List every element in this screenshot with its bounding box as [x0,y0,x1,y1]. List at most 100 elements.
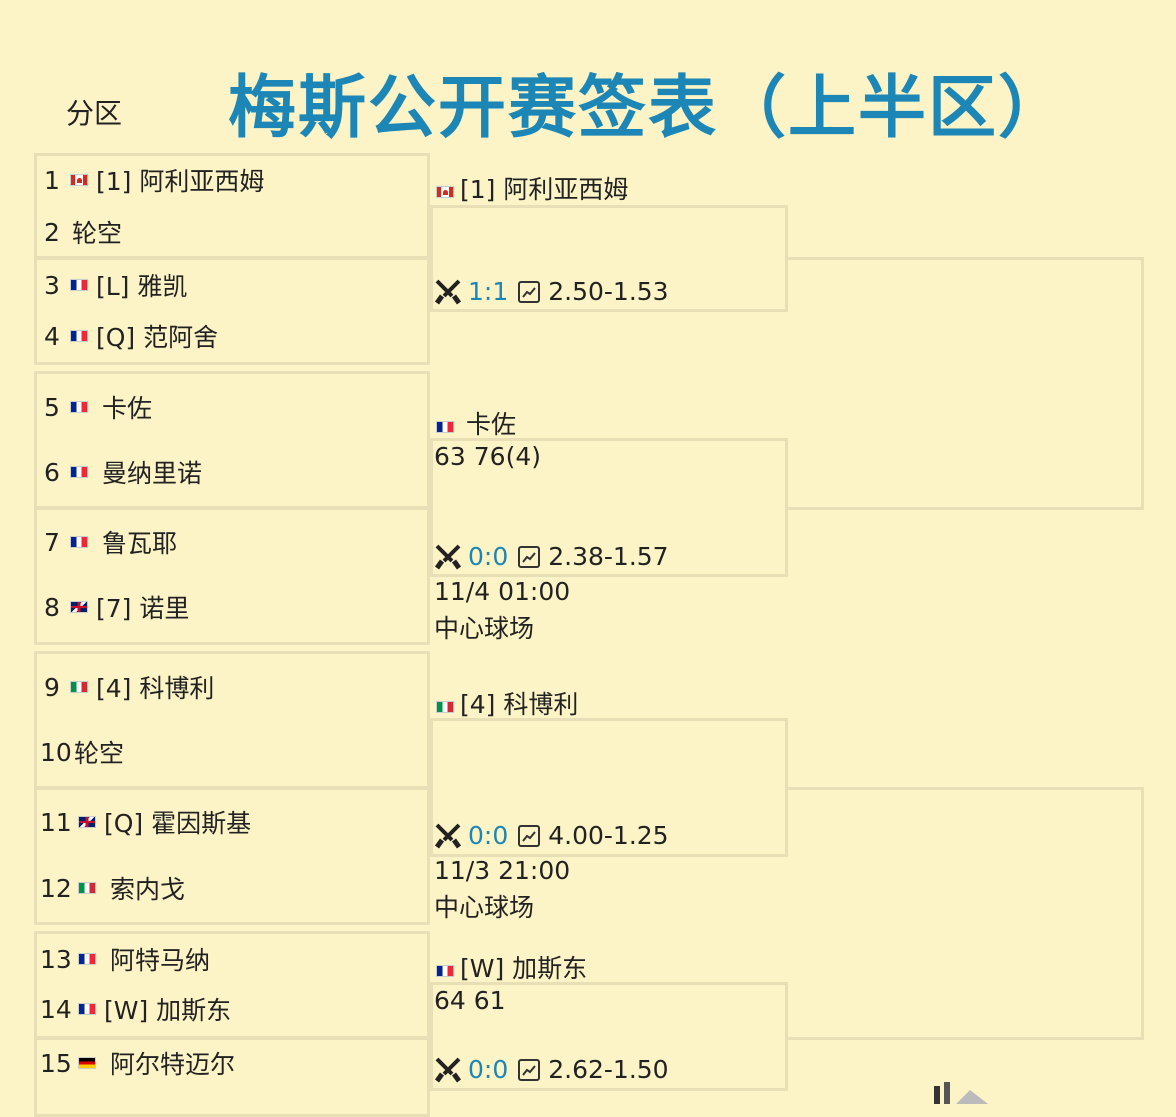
h2h-record: 0:0 [468,821,509,850]
player-row: 6 曼纳里诺 [38,454,202,490]
bracket-line-r3-v1 [1141,257,1144,507]
player-row: 13 阿特马纳 [38,941,210,977]
r2-winner: 卡佐 [434,405,516,441]
match-box-r1-6 [34,787,430,925]
h2h-record: 1:1 [468,277,509,306]
match-court: 中心球场 [434,614,535,643]
player-row: 11 [Q] 霍因斯基 [38,804,251,840]
bracket-line-r3-2 [786,507,1144,510]
draw-number: 6 [44,457,60,487]
canada-flag-icon [70,174,88,186]
chart-icon [518,280,541,303]
draw-number: 14 [40,994,72,1024]
france-flag-icon [70,279,88,291]
r2-winner: [W] 加斯东 [434,949,587,985]
player-row: 4 [Q] 范阿舍 [38,318,218,354]
draw-number: 8 [44,592,60,622]
swords-icon [434,823,462,848]
odds: 2.50-1.53 [548,277,669,306]
italy-flag-icon [70,681,88,693]
player-row: 7 鲁瓦耶 [38,524,177,560]
draw-number: 4 [44,321,60,351]
player-name: 曼纳里诺 [102,459,203,488]
draw-number: 1 [44,165,60,195]
player-row: 8 [7] 诺里 [38,589,189,625]
france-flag-icon [70,401,88,413]
winner-name: [W] 加斯东 [460,954,588,983]
match-box-r1-4 [34,507,430,645]
uk-flag-icon [78,816,96,828]
germany-flag-icon [78,1057,96,1069]
draw-number: 12 [40,873,72,903]
draw-number: 5 [44,392,60,422]
player-row: 2 轮空 [38,214,122,250]
player-row: 15 阿尔特迈尔 [38,1045,235,1081]
france-flag-icon [70,466,88,478]
draw-number: 15 [40,1048,72,1078]
player-row: 14 [W] 加斯东 [38,991,231,1027]
h2h-record: 0:0 [468,542,509,571]
h2h-odds-row: 0:0 4.00-1.25 [434,821,669,850]
player-name: [4] 科博利 [96,674,215,703]
winner-name: [1] 阿利亚西姆 [460,175,629,204]
match-box-r2-4 [430,982,788,1091]
page-title: 梅斯公开赛签表（上半区） [228,69,1069,148]
section-label: 分区 [66,97,123,130]
match-time: 11/3 21:00 [434,856,571,885]
player-row: 3 [L] 雅凯 [38,267,187,303]
winner-name: [4] 科博利 [460,690,579,719]
france-flag-icon [70,536,88,548]
odds: 2.62-1.50 [548,1055,669,1084]
canada-flag-icon [436,186,454,198]
r2-winner: [1] 阿利亚西姆 [434,170,628,206]
r2-winner: [4] 科博利 [434,685,578,721]
player-name: 阿尔特迈尔 [110,1050,236,1079]
italy-flag-icon [78,882,96,894]
draw-number: 10 [40,737,72,767]
match-time: 11/4 01:00 [434,577,571,606]
draw-number: 3 [44,270,60,300]
player-name: [Q] 范阿舍 [96,323,219,352]
bracket-line-r3-4 [786,1037,1144,1040]
draw-number: 13 [40,944,72,974]
winner-name: 卡佐 [466,410,517,439]
bracket-line-r3-3 [786,787,1144,790]
player-row: 5 卡佐 [38,389,152,425]
player-name: [Q] 霍因斯基 [104,809,252,838]
match-score: 63 76(4) [434,442,541,471]
uk-flag-icon [70,601,88,613]
player-name: [L] 雅凯 [96,272,188,301]
match-score: 64 61 [434,986,506,1015]
player-name: [7] 诺里 [96,594,190,623]
player-name: [1] 阿利亚西姆 [96,167,265,196]
france-flag-icon [70,330,88,342]
odds: 2.38-1.57 [548,542,669,571]
player-name: 轮空 [72,219,123,248]
player-name: 鲁瓦耶 [102,529,178,558]
h2h-record: 0:0 [468,1055,509,1084]
draw-number: 9 [44,672,60,702]
player-name: 卡佐 [102,394,153,423]
match-court: 中心球场 [434,893,535,922]
swords-icon [434,279,462,304]
watermark-icon [934,1082,988,1104]
h2h-odds-row: 0:0 2.38-1.57 [434,542,669,571]
player-name: 索内戈 [110,875,186,904]
draw-number: 2 [44,217,60,247]
odds: 4.00-1.25 [548,821,669,850]
bracket-line-r3-1 [786,257,1144,260]
draw-number: 11 [40,807,72,837]
france-flag-icon [436,421,454,433]
player-row: 9 [4] 科博利 [38,669,214,705]
player-name: 阿特马纳 [110,946,211,975]
h2h-odds-row: 1:1 2.50-1.53 [434,277,669,306]
draw-number: 7 [44,527,60,557]
france-flag-icon [78,1003,96,1015]
chart-icon [518,545,541,568]
italy-flag-icon [436,701,454,713]
h2h-odds-row: 0:0 2.62-1.50 [434,1055,669,1084]
france-flag-icon [78,953,96,965]
player-name: [W] 加斯东 [104,996,232,1025]
player-row: 1 [1] 阿利亚西姆 [38,162,264,198]
